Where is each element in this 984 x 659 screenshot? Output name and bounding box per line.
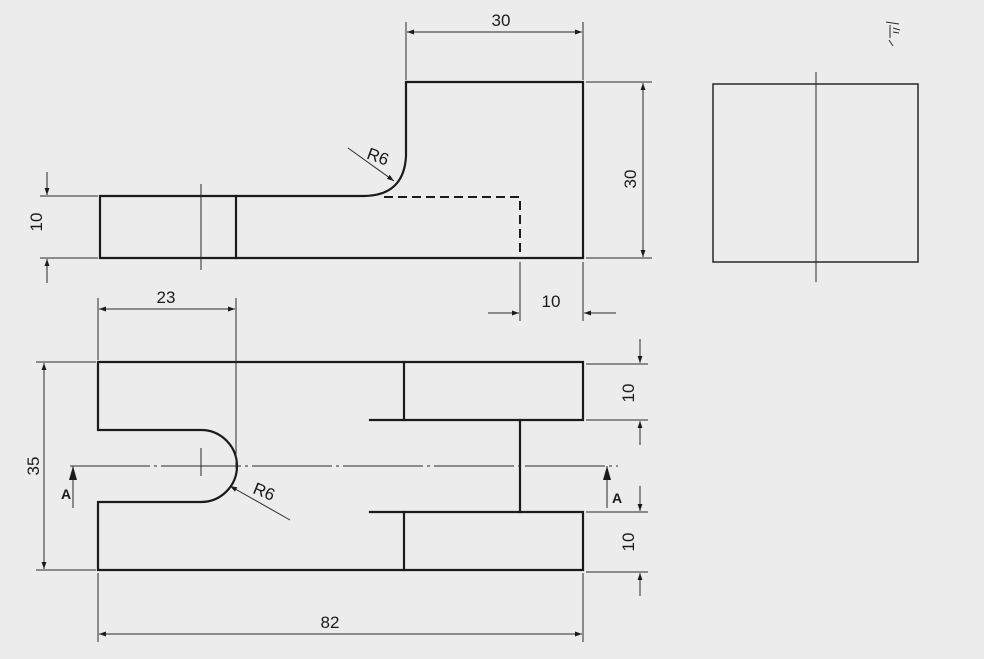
section-label-right: A	[612, 490, 622, 506]
dim-top-width-label: 30	[492, 11, 511, 30]
front-view-hidden-step	[384, 196, 521, 258]
dim-step-width: 10	[488, 262, 616, 321]
dim-overall-length-label: 82	[321, 613, 340, 632]
dim-lower-slot-label: 10	[619, 533, 638, 552]
dim-left-thickness-label: 10	[27, 213, 46, 232]
leader-fillet-plan-label: R6	[250, 479, 277, 505]
front-view	[98, 80, 585, 270]
dim-slot-depth: 23	[97, 288, 237, 468]
dim-top-height: 30	[586, 81, 652, 259]
dim-lower-slot: 10	[586, 486, 648, 596]
plan-view-outline	[96, 360, 585, 572]
leader-fillet-top-label: R6	[364, 144, 391, 169]
dim-top-width: 30	[405, 11, 584, 80]
dim-left-thickness: 10	[27, 172, 98, 283]
leader-fillet-top: R6	[347, 144, 395, 182]
corner-mark	[885, 21, 901, 47]
dim-top-height-label: 30	[621, 170, 640, 189]
dim-upper-slot: 10	[586, 339, 648, 445]
dim-overall-length: 82	[97, 573, 584, 642]
dim-overall-height-label: 35	[24, 457, 43, 476]
side-view	[712, 72, 919, 282]
section-marker-left: A	[61, 466, 77, 508]
dim-slot-depth-label: 23	[157, 288, 176, 307]
section-marker-right: A	[603, 466, 622, 508]
dim-upper-slot-label: 10	[619, 384, 638, 403]
front-view-outline	[98, 80, 585, 260]
leader-fillet-plan: R6	[229, 479, 291, 521]
dim-step-width-label: 10	[542, 292, 561, 311]
dim-overall-height: 35	[24, 361, 96, 571]
plan-view	[70, 360, 618, 572]
section-label-left: A	[61, 486, 71, 502]
